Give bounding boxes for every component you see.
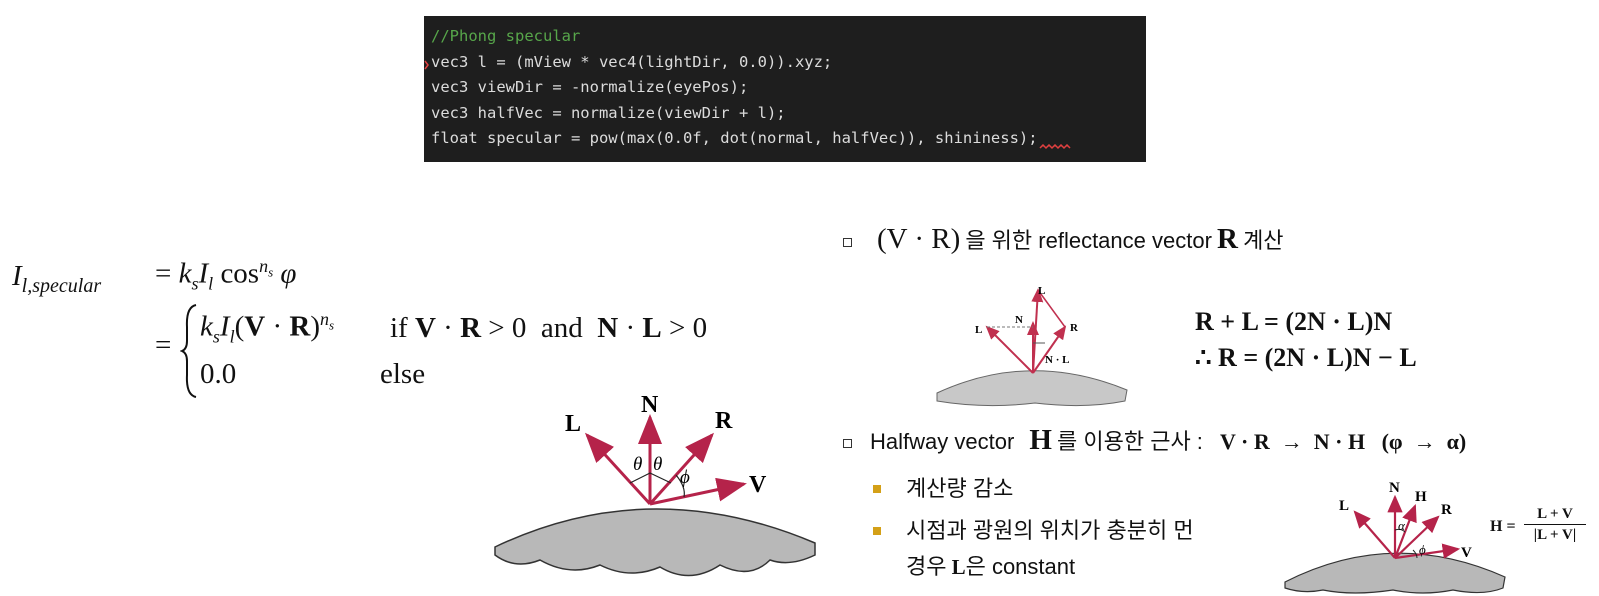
svg-text:L: L [1339,498,1349,514]
reflection-eq-line1: R + L = (2N · L)N [1195,307,1393,336]
sub-bullet-distance-line2: 경우 L은 constant [906,554,1076,579]
svg-text:α: α [1398,518,1406,533]
svg-text:N: N [1015,314,1023,326]
label-theta-right: θ [653,454,662,475]
label-phi: ϕ [680,467,690,488]
theta-arc [629,472,672,484]
code-line-3: vec3 viewDir = -normalize(eyePos); [431,78,749,96]
sub-bullet-cost: 계산량 감소 [906,476,1014,501]
error-squiggle-icon [1039,143,1071,149]
sub-bullet-marker [873,485,881,493]
reflection-construction-diagram: L L N R N · L [936,285,1128,407]
code-line-2: vec3 l = (mView * vec4(lightDir, 0.0)).x… [431,52,833,71]
code-line-5: float specular = pow(max(0.0f, dot(norma… [431,129,1038,147]
formula-equals: = [155,329,172,361]
phong-reflection-diagram: L N R V θ θ ϕ [494,395,816,577]
halfway-vector-diagram: L N H R V α ϕ [1284,480,1506,594]
specular-formula-line1: = ksIl cosns φ [155,256,297,294]
formula-case2-value: 0.0 [200,358,237,390]
code-line-comment: //Phong specular [431,27,581,45]
svg-text:V: V [1461,545,1472,561]
V-vector [649,477,747,506]
svg-text:R: R [1070,322,1079,334]
label-L: L [565,411,581,437]
brace-icon [180,304,197,398]
R-vector [648,432,715,506]
label-N: N [641,395,659,418]
formula-case1-condition: if V · R > 0 and N · L > 0 [390,312,708,344]
label-R: R [715,408,733,434]
bullet-reflectance: (V · R) 을 위한 reflectance vector R 계산 [877,223,1284,255]
halfway-formula: H = [1490,518,1516,535]
svg-text:R: R [1441,502,1452,518]
svg-text:H: H [1415,489,1427,505]
reflection-eq-line2: ∴ R = (2N · L)N − L [1195,343,1417,372]
halfway-formula-fraction: L + V |L + V| [1524,506,1586,544]
sub-bullet-distance-line1: 시점과 광원의 위치가 충분히 먼 [906,518,1194,543]
svg-text:N · L: N · L [1045,354,1069,366]
code-line-4: vec3 halfVec = normalize(viewDir + l); [431,103,786,122]
bullet-halfway: Halfway vector H 를 이용한 근사 : V · R → N · … [870,424,1467,456]
code-snippet: //Phong specular vec3 l = (mView * vec4(… [424,16,1146,162]
surface-shape [936,370,1128,407]
L-vector [584,432,652,506]
specular-formula-lhs: Il,specular [12,260,102,297]
svg-text:N: N [1389,480,1400,496]
error-marker-icon [424,60,429,70]
label-theta-left: θ [633,454,642,475]
svg-text:ϕ: ϕ [1419,542,1426,557]
bullet-marker [843,439,852,448]
label-V: V [749,472,767,498]
surface-shape [494,508,816,577]
sub-bullet-marker [873,527,881,535]
bullet-marker [843,238,852,247]
svg-text:L: L [975,324,982,336]
svg-text:L: L [1038,285,1045,297]
formula-case1: ksIl(V · R)ns [200,309,335,347]
formula-case2-condition: else [380,358,426,390]
phi-arc [675,474,685,498]
